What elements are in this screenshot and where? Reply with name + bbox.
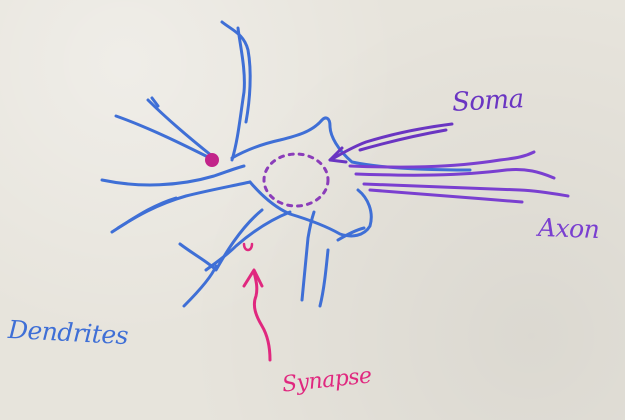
axon-label: Axon: [538, 213, 600, 244]
dendrite-bottom: [302, 212, 314, 300]
axon-lower-2: [370, 190, 522, 202]
dendrite-lower: [180, 210, 262, 270]
soma-arrow: [330, 124, 452, 162]
dendrite-left-lower: [112, 182, 250, 232]
dendrite-upper-left-2: [148, 100, 212, 156]
soma-circle: [264, 154, 328, 206]
synapse-small-marker: [244, 244, 252, 250]
axon-lower: [364, 184, 568, 196]
dendrite-top: [232, 28, 244, 160]
synapse-arrow-head: [244, 270, 262, 286]
axon-group: [350, 152, 568, 202]
dendrites-label: Dendrites: [7, 315, 128, 350]
synapse-marker: [206, 154, 218, 166]
dendrite-left: [102, 166, 244, 185]
dendrite-upper-left: [116, 116, 214, 160]
dendrite-top-outline: [222, 22, 250, 122]
dendrite-lower-2: [184, 266, 216, 306]
dendrite-lower-3: [206, 212, 290, 270]
soma-label: Soma: [451, 84, 524, 118]
dendrites-group: [102, 22, 470, 306]
dendrite-bottom-2: [320, 250, 328, 306]
